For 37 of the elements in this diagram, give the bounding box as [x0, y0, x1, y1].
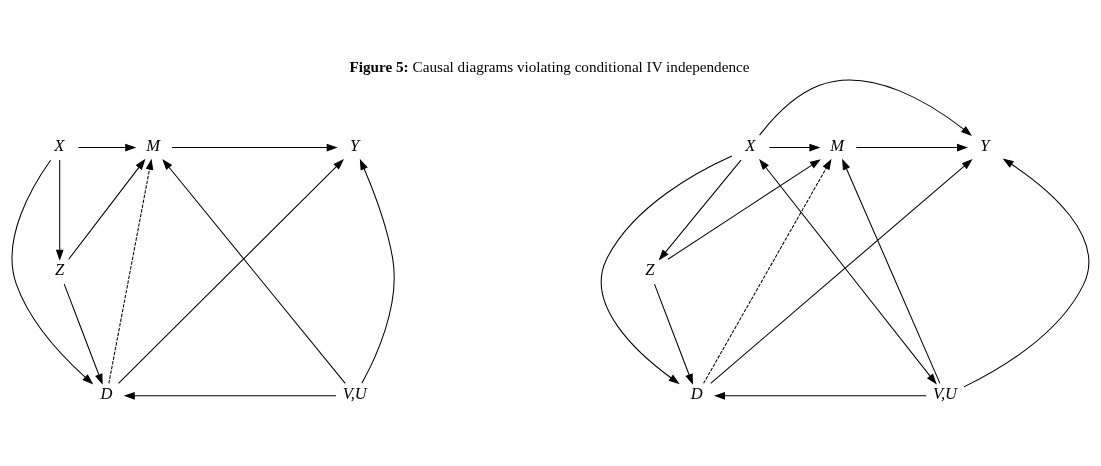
node-text: Z: [645, 260, 655, 280]
arrow: [63, 283, 103, 385]
arrow: [77, 143, 137, 152]
arrow: [759, 158, 937, 385]
arrow: [710, 159, 973, 384]
arrow: [117, 159, 344, 384]
arrow: [667, 159, 821, 260]
node-text: V,U: [342, 384, 367, 404]
arrow: [123, 391, 337, 400]
arrow: [759, 79, 973, 136]
node-text: Y: [350, 136, 360, 156]
arrow: [359, 158, 395, 384]
node-text: X: [54, 136, 65, 156]
arrow: [108, 158, 154, 384]
arrow: [600, 155, 733, 385]
arrow: [703, 158, 832, 384]
node-text: X: [745, 136, 756, 156]
arrow: [55, 159, 64, 261]
arrow: [11, 159, 94, 385]
node-text: V,U: [933, 384, 958, 404]
diagram-title: Figure 5: Causal diagrams violating conditional IV independence: [349, 57, 750, 75]
node-text: D: [100, 384, 113, 404]
arrow: [171, 143, 338, 152]
arrow: [714, 391, 927, 400]
arrow: [855, 143, 969, 152]
arrow: [162, 159, 346, 384]
node-text: Y: [980, 136, 990, 156]
arrow: [963, 158, 1090, 388]
arrow: [842, 158, 941, 384]
arrow: [653, 283, 693, 385]
node-text: Z: [54, 260, 65, 280]
node-text: D: [690, 384, 703, 404]
arrow: [68, 158, 146, 260]
arrow: [658, 159, 742, 261]
node-text: M: [146, 136, 161, 156]
arrow: [768, 143, 821, 152]
node-text: M: [830, 136, 845, 156]
